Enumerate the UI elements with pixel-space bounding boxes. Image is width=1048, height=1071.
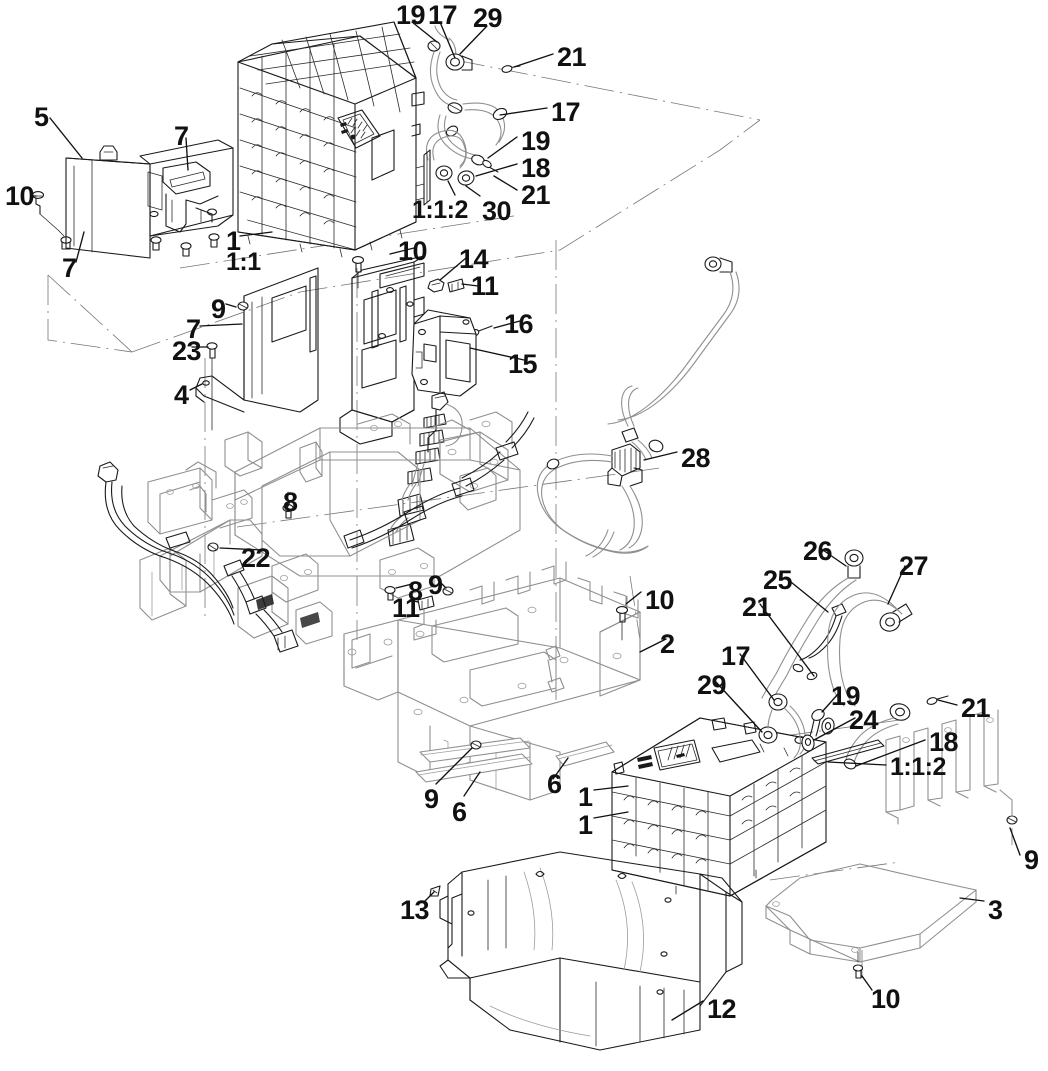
callout-21-far-right: 21 <box>961 693 991 723</box>
callout-17-top: 17 <box>428 0 458 30</box>
callout-24: 24 <box>849 705 879 735</box>
callout-9-rail: 9 <box>424 784 439 814</box>
leader-lines <box>31 21 1021 1021</box>
fastener-9-upper <box>237 301 249 311</box>
callout-1-1-2-upper: 1:1:2 <box>412 196 468 224</box>
callout-9-upper: 9 <box>211 294 226 324</box>
fastener-8-lower <box>384 586 396 601</box>
callout-1-1-upper: 1:1 <box>226 248 261 276</box>
callout-17-lower: 17 <box>721 641 751 671</box>
callout-30: 30 <box>482 196 512 226</box>
callout-12: 12 <box>707 994 737 1024</box>
callout-21-right: 21 <box>521 180 551 210</box>
fastener-10-mid <box>351 256 365 289</box>
callout-15: 15 <box>508 349 538 379</box>
fastener-9-rail <box>470 740 482 750</box>
callout-26: 26 <box>803 536 833 566</box>
callout-5: 5 <box>34 102 49 132</box>
callout-19-lower: 19 <box>831 681 861 711</box>
callout-7-lower-left: 7 <box>62 253 77 283</box>
callout-10-tray: 10 <box>645 585 675 615</box>
callout-18-right: 18 <box>521 153 551 183</box>
callout-3: 3 <box>988 895 1003 925</box>
callout-21-top-right: 21 <box>557 42 587 72</box>
callout-8-lower: 8 <box>408 576 423 606</box>
callout-6-right: 6 <box>547 769 562 799</box>
callout-29-lower: 29 <box>697 670 727 700</box>
callout-2: 2 <box>660 629 675 659</box>
callout-1-lower-a: 1 <box>578 782 593 812</box>
fastener-10-shield <box>852 951 864 979</box>
part-chassis-frame <box>139 411 521 645</box>
callout-19-right: 19 <box>521 126 551 156</box>
fastener-9-tray <box>442 586 454 596</box>
part-shield-3 <box>765 709 1018 979</box>
callout-10-left: 10 <box>5 181 35 211</box>
fastener-9-shield <box>999 789 1018 825</box>
clip-11-tray <box>413 595 437 641</box>
callout-29-top: 29 <box>473 3 503 33</box>
callout-8-upper: 8 <box>283 487 298 517</box>
harness-center <box>387 391 463 547</box>
fastener-10-tray <box>615 606 629 641</box>
callout-7-panel: 7 <box>186 314 201 344</box>
callout-18-lower: 18 <box>929 727 959 757</box>
callout-27: 27 <box>899 551 929 581</box>
hazard-decal-lower <box>637 739 701 771</box>
harness-upper <box>415 25 521 206</box>
part-battery-tray-2 <box>343 561 641 801</box>
harness-long-28 <box>536 256 740 558</box>
callout-14: 14 <box>459 244 489 274</box>
harness-right-black <box>343 411 535 549</box>
callout-10-mid: 10 <box>398 236 428 266</box>
fastener-23 <box>206 342 218 431</box>
hazard-decal <box>337 109 381 149</box>
callout-25: 25 <box>763 565 793 595</box>
callout-11-mid: 11 <box>471 271 499 301</box>
callout-21-harness: 21 <box>742 592 772 622</box>
part-bracket-5 <box>31 139 234 259</box>
callout-1-lower-b: 1 <box>578 810 593 840</box>
part-controller-15 <box>411 309 477 397</box>
fastener-10-left <box>31 191 45 215</box>
fastener-14 <box>427 278 445 293</box>
part-battery-pack-1-upper <box>237 21 425 258</box>
callout-13: 13 <box>400 895 430 925</box>
harness-left-black <box>97 461 299 653</box>
callout-11-lower: 11 <box>392 593 420 623</box>
harness-right <box>758 549 949 770</box>
callout-9-far-right: 9 <box>1024 845 1039 875</box>
part-panel-7 <box>195 267 319 431</box>
callout-17-right: 17 <box>551 97 581 127</box>
callout-22: 22 <box>241 543 271 573</box>
part-mount-plate <box>339 255 493 445</box>
callout-9-lower: 9 <box>428 570 443 600</box>
callout-6-left: 6 <box>452 797 467 827</box>
callout-1-upper: 1 <box>226 226 241 256</box>
clip-11 <box>447 278 465 293</box>
part-cover-12 <box>429 851 743 1051</box>
callout-19-top: 19 <box>396 0 426 30</box>
callout-16: 16 <box>504 309 534 339</box>
callout-23: 23 <box>172 336 202 366</box>
part-battery-pack-1-lower <box>611 717 827 899</box>
callout-4: 4 <box>174 380 189 410</box>
fastener-22 <box>207 542 219 552</box>
callout-1-1-2-lower: 1:1:2 <box>890 753 946 781</box>
callout-28: 28 <box>681 443 711 473</box>
callout-10-bottom: 10 <box>871 984 901 1014</box>
callout-7-upper: 7 <box>174 121 189 151</box>
fastener-21-lower <box>482 159 499 173</box>
fastener-21-far-right <box>926 695 949 705</box>
